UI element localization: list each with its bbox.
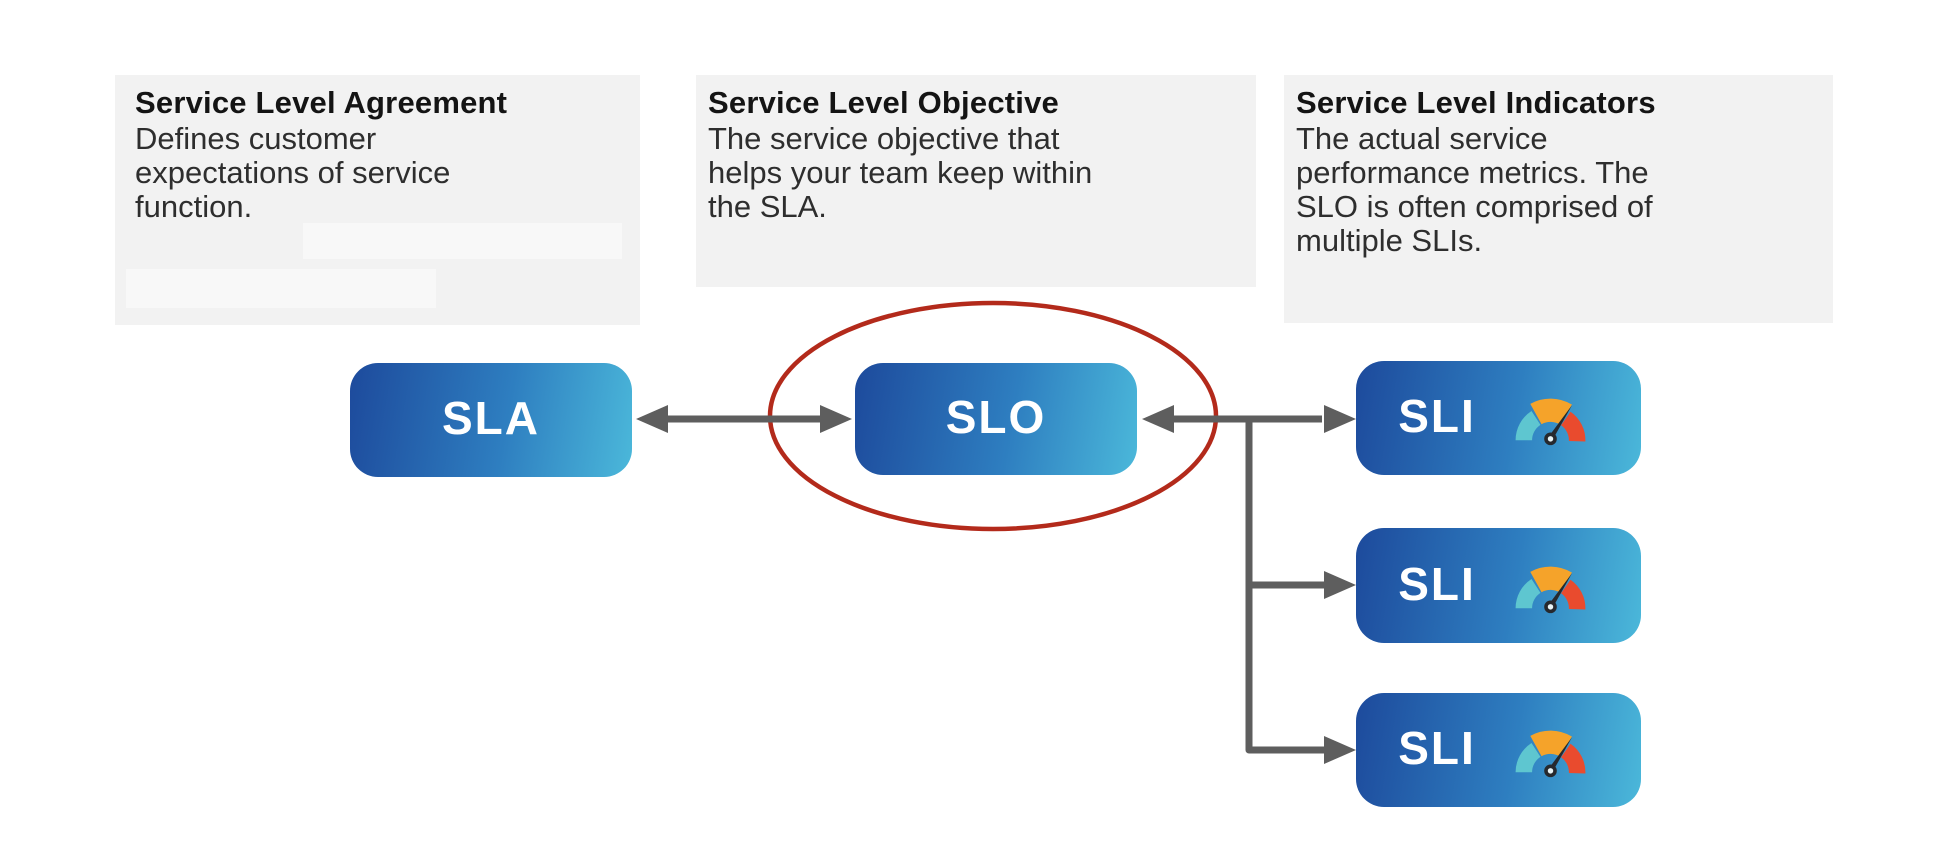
node-sli-1: SLI — [1356, 361, 1641, 475]
gauge-icon — [1515, 730, 1586, 778]
arrowhead-left-icon — [1142, 405, 1174, 433]
arrowhead-right-icon — [820, 405, 852, 433]
card-service-level-objective: Service Level Objective The service obje… — [696, 75, 1256, 287]
node-sli-3: SLI — [1356, 693, 1641, 807]
redacted-text-placeholder — [303, 223, 622, 259]
sli-trunk-line — [1245, 419, 1356, 764]
gauge-icon — [1515, 566, 1586, 613]
card-service-level-agreement: Service Level Agreement Defines customer… — [115, 75, 640, 325]
node-slo-label: SLO — [945, 391, 1047, 443]
node-sli-3-label: SLI — [1398, 722, 1476, 774]
node-slo: SLO — [855, 363, 1137, 475]
arrowhead-left-icon — [636, 405, 668, 433]
card-service-level-indicators: Service Level Indicators The actual serv… — [1284, 75, 1833, 323]
arrowhead-right-icon — [1324, 736, 1356, 764]
card-title-slo: Service Level Objective — [708, 85, 1059, 120]
slo-sli-arrow — [1142, 405, 1356, 433]
node-sli-2: SLI — [1356, 528, 1641, 643]
card-body-slo: The service objective that helps your te… — [708, 121, 1093, 224]
node-sla-label: SLA — [442, 392, 540, 444]
node-sli-2-label: SLI — [1398, 557, 1476, 610]
sla-slo-arrow — [636, 405, 852, 433]
arrowhead-right-icon — [1324, 571, 1356, 599]
node-sla: SLA — [350, 363, 632, 477]
sli-2-branch-arrow — [1249, 571, 1356, 599]
arrowhead-right-icon — [1324, 405, 1356, 433]
card-body-sla: Defines customer expectations of service… — [135, 121, 451, 224]
redacted-text-placeholder — [126, 269, 436, 308]
card-body-sli: The actual service performance metrics. … — [1296, 121, 1653, 258]
card-title-sli: Service Level Indicators — [1296, 85, 1656, 120]
node-sli-1-label: SLI — [1398, 390, 1476, 442]
gauge-icon — [1515, 398, 1586, 446]
card-title-sla: Service Level Agreement — [135, 85, 508, 120]
